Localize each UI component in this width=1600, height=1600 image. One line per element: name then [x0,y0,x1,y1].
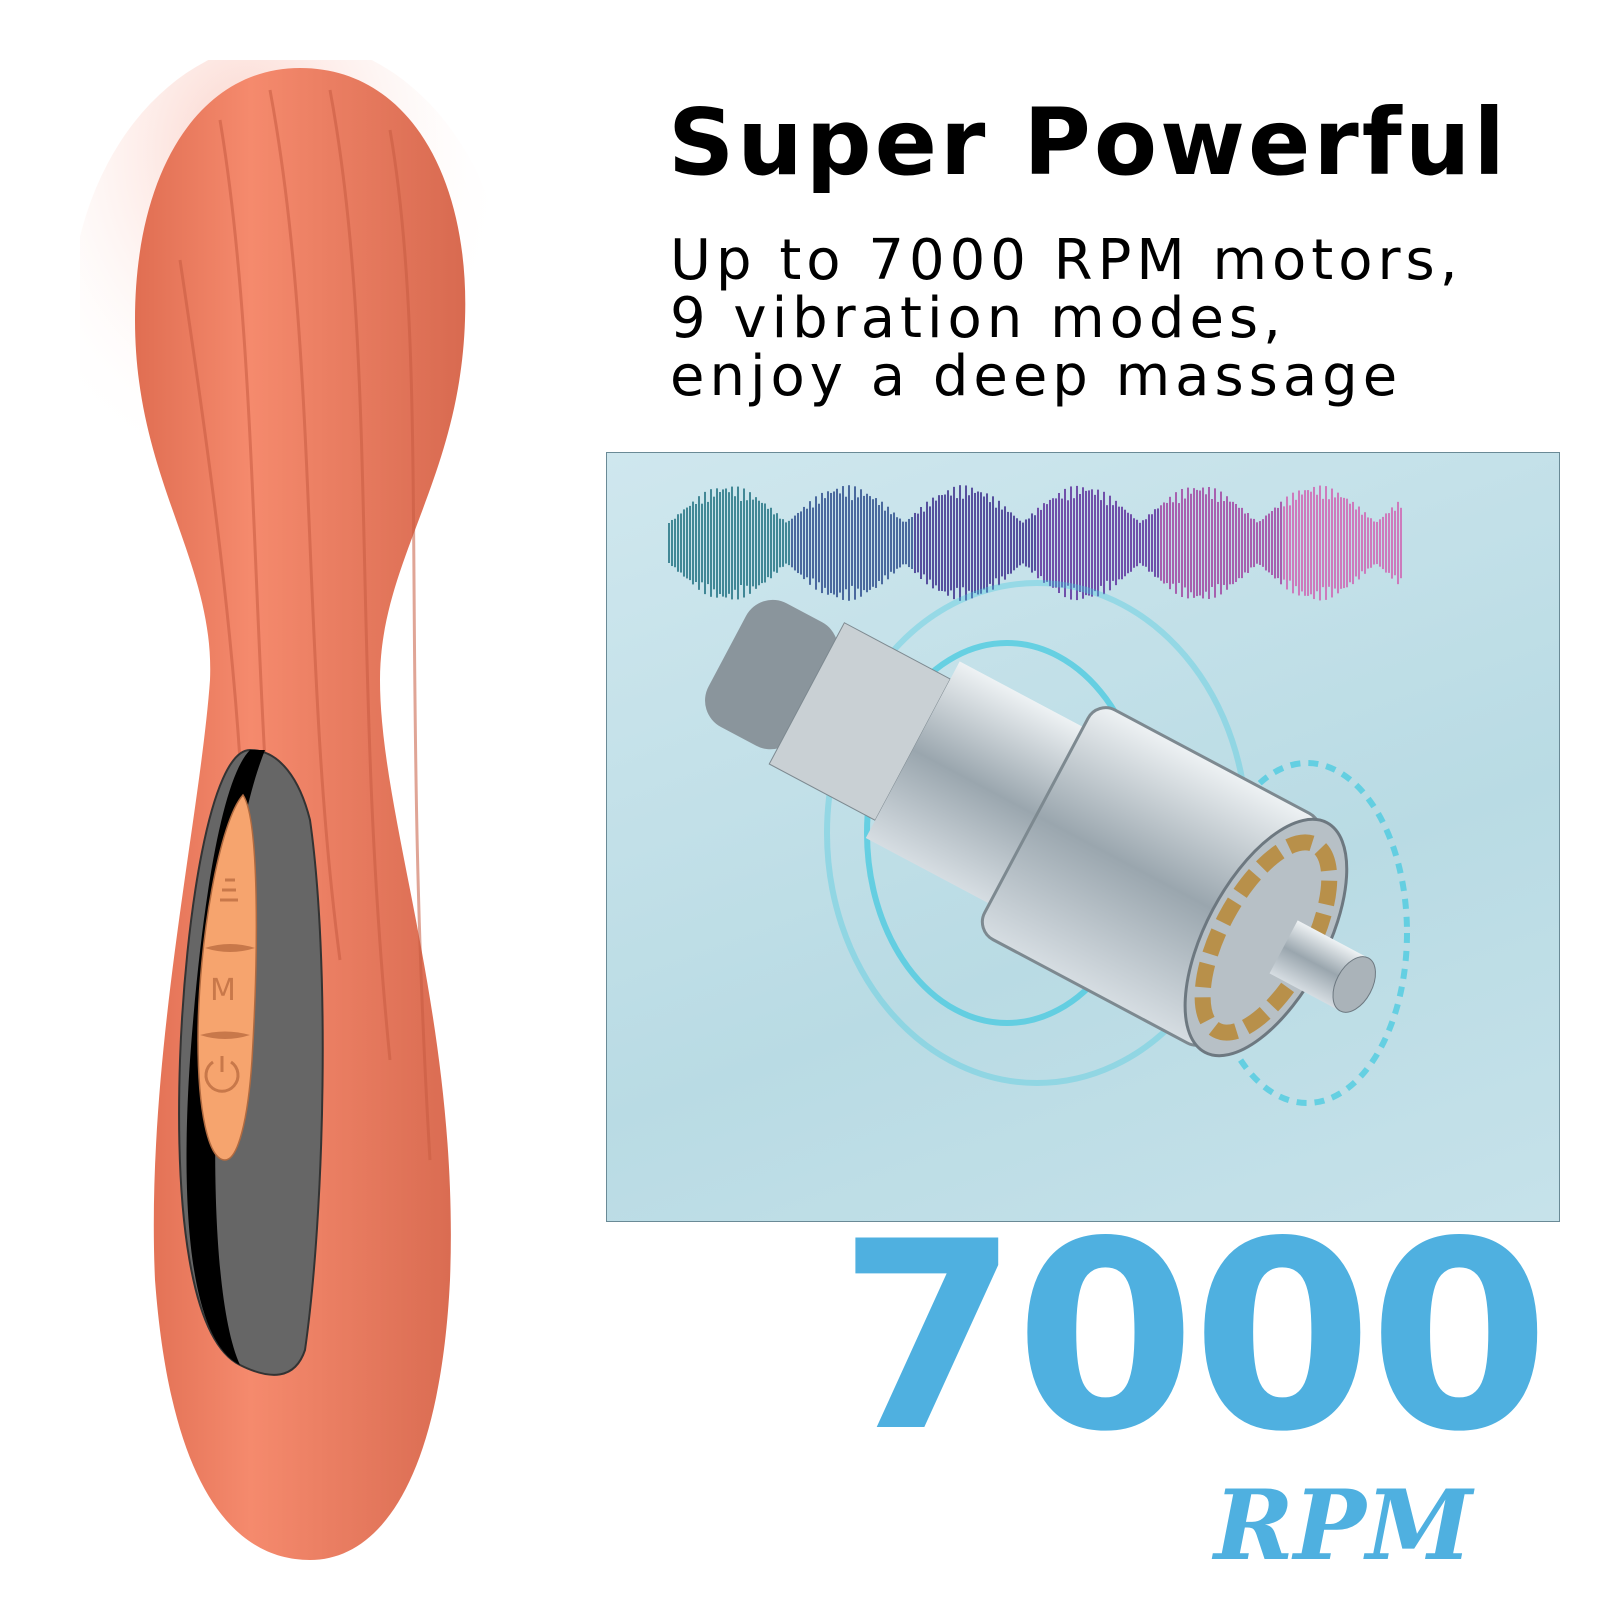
motor-illustration-panel [606,452,1560,1222]
vibration-level-icon [220,878,238,902]
motor-illustration [668,485,1410,1106]
speed-value: 7000 [838,1187,1550,1489]
description-line: 9 vibration modes, [670,286,1286,351]
divider-ridge [205,944,255,952]
sound-wave-icon [668,485,1402,601]
description-line: enjoy a deep massage [670,344,1403,409]
description: Up to 7000 RPM motors, 9 vibration modes… [670,232,1463,406]
power-icon [204,1056,240,1093]
button-strip [197,793,258,1161]
headline: Super Powerful [668,89,1508,196]
mode-button-label[interactable]: M [210,973,236,1008]
product-device-illustration: M [80,60,500,1560]
description-line: Up to 7000 RPM motors, [670,228,1463,293]
speed-unit: RPM [1214,1469,1473,1582]
